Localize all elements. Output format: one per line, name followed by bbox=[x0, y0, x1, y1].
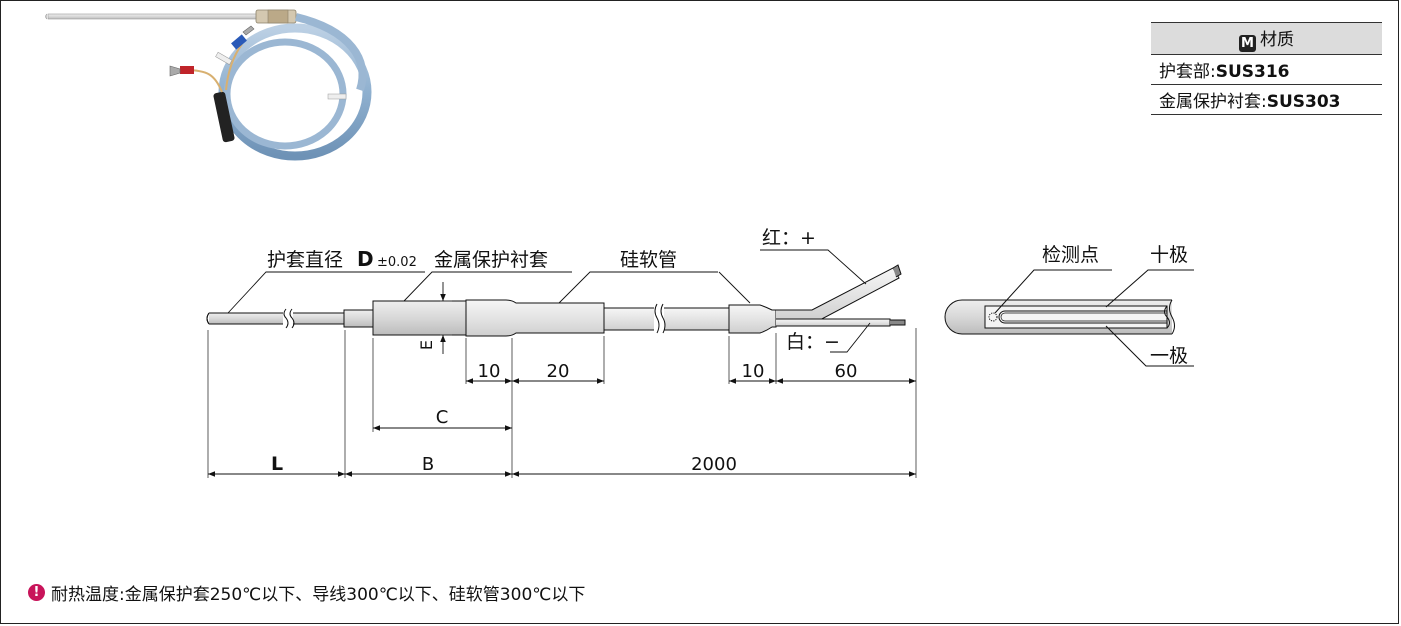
product-photo bbox=[45, 9, 372, 161]
warning-icon: ! bbox=[28, 584, 45, 601]
label-dim-10b: 10 bbox=[742, 361, 765, 382]
label-diameter-symbol: D bbox=[357, 247, 374, 271]
label-diameter-tolerance: ±0.02 bbox=[377, 255, 417, 270]
material-row-sleeve: 金属保护衬套:SUS303 bbox=[1151, 84, 1382, 115]
extension-lines bbox=[207, 300, 917, 478]
label-dim-20: 20 bbox=[547, 361, 570, 382]
label-metal-sleeve: 金属保护衬套 bbox=[434, 249, 548, 271]
label-white-wire: 白：− bbox=[786, 331, 840, 353]
label-dim-2000: 2000 bbox=[691, 454, 737, 475]
label-dim-E: E bbox=[417, 340, 436, 350]
material-title: 材质 bbox=[1260, 30, 1294, 50]
material-badge: M bbox=[1239, 35, 1256, 52]
dimension-lines bbox=[208, 282, 916, 477]
heat-resistance-note: ! 耐热温度:金属保护套250℃以下、导线300℃以下、硅软管300℃以下 bbox=[28, 580, 585, 605]
label-minus-pole: 一极 bbox=[1150, 345, 1188, 367]
label-silicone-tube: 硅软管 bbox=[620, 249, 677, 271]
leader-lines bbox=[227, 249, 871, 353]
label-sheath-diameter: 护套直径 bbox=[267, 249, 343, 271]
tip-cross-section bbox=[944, 269, 1194, 367]
label-plus-pole: 十极 bbox=[1150, 244, 1188, 266]
note-text: 耐热温度:金属保护套250℃以下、导线300℃以下、硅软管300℃以下 bbox=[51, 585, 586, 605]
label-dim-L: L bbox=[271, 453, 283, 475]
label-detect-point: 检测点 bbox=[1042, 244, 1099, 266]
sensor-side-view bbox=[206, 264, 906, 337]
label-dim-C: C bbox=[436, 407, 449, 428]
label-red-wire: 红：+ bbox=[762, 227, 816, 249]
label-dim-60: 60 bbox=[835, 361, 858, 382]
label-dim-B: B bbox=[422, 454, 434, 475]
label-dim-10a: 10 bbox=[478, 361, 501, 382]
